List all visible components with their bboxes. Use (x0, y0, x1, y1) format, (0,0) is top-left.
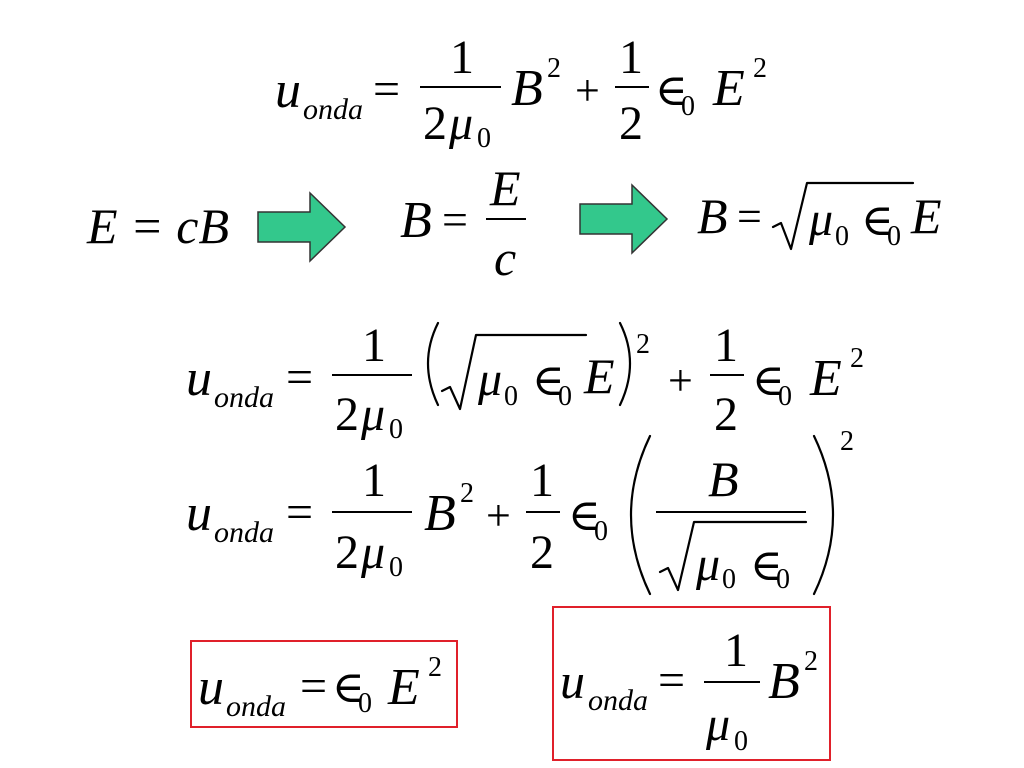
subscript-zero: 0 (389, 414, 403, 445)
mu-symbol: μ (360, 526, 385, 579)
subscript-zero: 0 (504, 381, 518, 412)
equation-substitution: u onda = 1 2 μ 0 μ 0 ∈ 0 E 2 + 1 2 ∈ 0 E… (186, 319, 864, 445)
u-symbol: u (560, 653, 585, 709)
subscript-onda: onda (214, 516, 274, 549)
equals-sign: = (442, 194, 468, 245)
epsilon-symbol: ∈ (752, 356, 785, 405)
epsilon-symbol: ∈ (568, 491, 601, 540)
equation-energy-density: u onda = 1 2 μ 0 B 2 + 1 2 ∈ 0 E 2 (275, 31, 767, 150)
epsilon-symbol: ∈ (861, 196, 894, 245)
u-symbol: u (186, 350, 212, 407)
superscript-two: 2 (753, 53, 767, 84)
subscript-zero: 0 (835, 221, 849, 252)
equation-b-e-over-c: B = E c (400, 165, 526, 285)
epsilon-symbol: ∈ (655, 66, 688, 115)
result-box-electric: u onda = ∈ 0 E 2 (190, 640, 458, 728)
mu-symbol: μ (477, 353, 502, 406)
denominator-two: 2 (619, 97, 643, 150)
superscript-two: 2 (428, 652, 442, 683)
subscript-onda: onda (226, 690, 286, 723)
superscript-two: 2 (547, 53, 561, 84)
subscript-zero: 0 (776, 564, 790, 595)
numerator-one: 1 (714, 319, 738, 372)
b-symbol: B (768, 653, 800, 710)
right-arrow-icon (257, 191, 347, 263)
subscript-zero: 0 (594, 516, 608, 547)
superscript-two: 2 (850, 343, 864, 374)
b-symbol: B (697, 188, 728, 244)
b-symbol: B (511, 60, 543, 117)
result-box-magnetic: u onda = 1 μ 0 B 2 (552, 606, 831, 761)
mu-symbol: μ (695, 538, 720, 591)
numerator-one: 1 (724, 624, 748, 677)
u-symbol: u (186, 485, 212, 542)
denominator-two: 2 (530, 526, 554, 579)
equals-sign: = (286, 486, 313, 539)
epsilon-symbol: ∈ (532, 356, 565, 405)
subscript-zero: 0 (358, 688, 372, 719)
e-symbol: E (583, 348, 615, 404)
numerator-one: 1 (362, 454, 386, 507)
plus-sign: + (486, 491, 511, 540)
plus-sign: + (668, 356, 693, 405)
numerator-one: 1 (530, 454, 554, 507)
superscript-two: 2 (636, 329, 650, 360)
mu-symbol: μ (808, 193, 833, 246)
subscript-zero: 0 (389, 552, 403, 583)
epsilon-symbol: ∈ (332, 663, 365, 712)
subscript-zero: 0 (681, 91, 695, 122)
subscript-zero: 0 (734, 726, 748, 757)
numerator-one: 1 (362, 319, 386, 372)
equals-sign: = (286, 351, 313, 404)
subscript-zero: 0 (558, 381, 572, 412)
numerator-one: 1 (619, 31, 643, 84)
b-symbol: B (400, 192, 432, 249)
subscript-zero: 0 (722, 564, 736, 595)
equation-b-sqrt: B = μ 0 ∈ 0 E (697, 181, 942, 252)
e-symbol: E (910, 188, 942, 244)
b-symbol: B (708, 451, 739, 507)
subscript-onda: onda (588, 684, 648, 717)
superscript-two: 2 (460, 478, 474, 509)
mu-symbol: μ (360, 388, 385, 441)
superscript-two: 2 (840, 430, 854, 457)
superscript-two: 2 (804, 646, 818, 677)
mu-symbol: μ (448, 97, 473, 150)
equals-sign: = (373, 63, 400, 116)
e-symbol: E (387, 659, 420, 716)
result-equation-magnetic: u onda = 1 μ 0 B 2 (560, 624, 818, 757)
subscript-zero: 0 (887, 221, 901, 252)
denominator-two: 2 (335, 526, 359, 579)
b-symbol: B (424, 485, 456, 542)
result-equation-electric: u onda = ∈ 0 E 2 (198, 652, 442, 723)
numerator-one: 1 (450, 31, 474, 84)
plus-sign: + (575, 66, 600, 115)
c-symbol: c (494, 230, 516, 285)
right-arrow-icon (579, 183, 669, 255)
mu-symbol: μ (705, 698, 730, 751)
equals-sign: = (737, 192, 762, 241)
e-symbol: E (712, 60, 745, 117)
equals-sign: = (300, 660, 327, 713)
denominator-two: 2 (714, 388, 738, 441)
e-symbol: E (809, 350, 842, 407)
relation-text: E = cB (86, 198, 229, 254)
u-symbol: u (275, 62, 301, 119)
denominator-two: 2 (335, 388, 359, 441)
equals-sign: = (658, 654, 685, 707)
subscript-onda: onda (303, 93, 363, 126)
epsilon-symbol: ∈ (750, 541, 783, 590)
denominator-two: 2 (423, 97, 447, 150)
u-symbol: u (198, 659, 224, 716)
subscript-onda: onda (214, 381, 274, 414)
equation-expanded: u onda = 1 2 μ 0 B 2 + 1 2 ∈ 0 B μ 0 ∈ 0… (186, 430, 854, 596)
subscript-zero: 0 (778, 381, 792, 412)
subscript-zero: 0 (477, 123, 491, 150)
e-symbol: E (489, 165, 521, 216)
relation-e-cb: E = cB (86, 198, 229, 254)
